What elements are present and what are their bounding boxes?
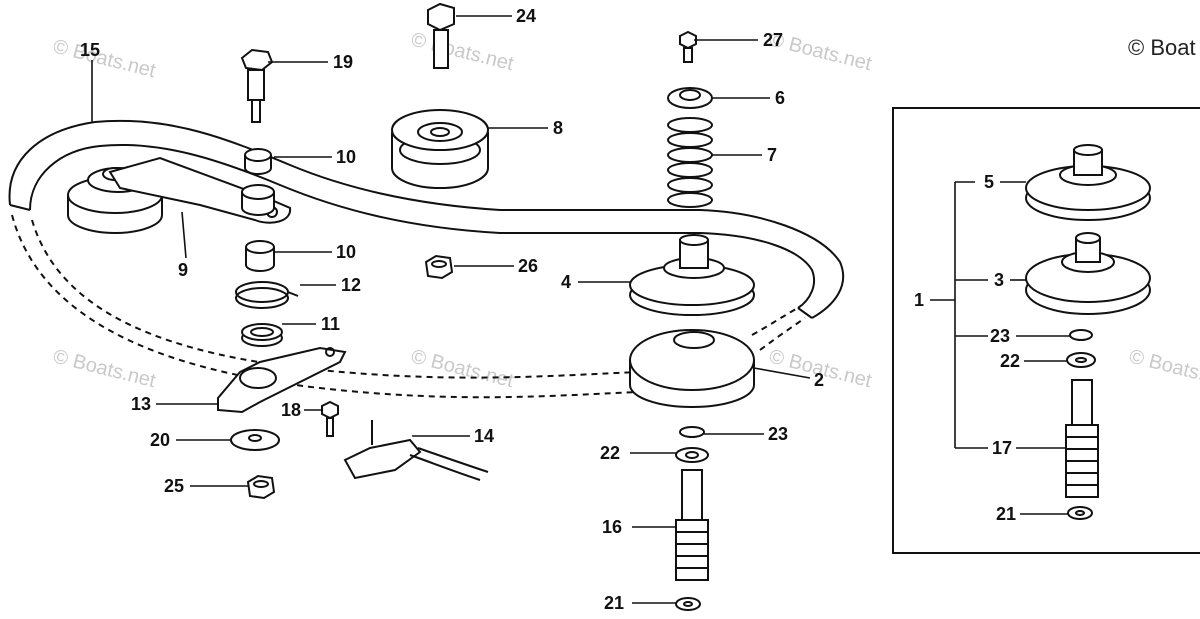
retainer (667, 87, 713, 109)
callout-10: 10 (336, 242, 356, 262)
washer (679, 426, 705, 438)
cable-bracket (343, 420, 489, 481)
callout-6: 6 (775, 88, 785, 108)
washer (1067, 506, 1093, 520)
callout-1: 1 (914, 290, 924, 310)
shaft (675, 469, 709, 581)
watermark: © Boats.net (409, 29, 516, 76)
callout-27: 27 (763, 30, 783, 50)
callout-15: 15 (80, 40, 100, 60)
collar-lower (245, 240, 275, 272)
sheave-assembly-lower (1025, 232, 1151, 315)
callout-10: 10 (336, 147, 356, 167)
callout-7: 7 (767, 145, 777, 165)
arm-bracket (217, 346, 347, 414)
callout-22: 22 (1000, 351, 1020, 371)
nut (424, 254, 454, 280)
callout-18: 18 (281, 400, 301, 420)
washer (1069, 329, 1093, 341)
callout-24: 24 (516, 6, 536, 26)
watermark: © Boats.net (51, 36, 158, 83)
washer (1066, 352, 1096, 368)
torsion-spring (235, 281, 299, 309)
upper-sheave (629, 234, 755, 316)
callout-19: 19 (333, 52, 353, 72)
callout-20: 20 (150, 430, 170, 450)
callout-11: 11 (321, 314, 340, 334)
callout-25: 25 (164, 476, 184, 496)
callout-labels: 15 19 24 27 6 8 10 7 10 9 26 4 12 11 2 1… (80, 6, 1020, 613)
leader-lines (91, 15, 1070, 604)
callout-26: 26 (518, 256, 538, 276)
callout-8: 8 (553, 118, 563, 138)
callout-23: 23 (990, 326, 1010, 346)
callout-23: 23 (768, 424, 788, 444)
washer (230, 429, 280, 451)
watermark: © Boats.net (409, 346, 516, 393)
bolt (427, 2, 455, 69)
copyright-text: © Boat (1128, 35, 1196, 60)
sheave-assembly-upper (1025, 144, 1151, 221)
lower-sheave (629, 329, 755, 408)
callout-5: 5 (984, 172, 994, 192)
callout-2: 2 (814, 370, 824, 390)
callout-17: 17 (992, 438, 1012, 458)
callout-4: 4 (561, 272, 571, 292)
callout-21: 21 (996, 504, 1016, 524)
bushing (241, 323, 283, 347)
callout-13: 13 (131, 394, 151, 414)
spring (667, 117, 713, 208)
bolt (240, 48, 274, 123)
washer (675, 447, 709, 463)
nut (246, 474, 276, 500)
watermark: © Boats.net (51, 346, 158, 393)
shaft (1065, 379, 1099, 498)
callout-21: 21 (604, 593, 624, 613)
callout-12: 12 (341, 275, 361, 295)
bolt (679, 30, 697, 63)
callout-9: 9 (178, 260, 188, 280)
bolt (321, 400, 339, 437)
collar-upper (241, 184, 275, 216)
callout-16: 16 (602, 517, 622, 537)
inset-frame (892, 107, 1200, 554)
callout-3: 3 (994, 270, 1004, 290)
idler-pulley (391, 109, 489, 189)
washer (675, 597, 701, 611)
callout-22: 22 (600, 443, 620, 463)
callout-14: 14 (474, 426, 494, 446)
assembly-bracket (930, 181, 988, 449)
watermark: © Boats.net (1127, 346, 1200, 393)
collar-top (244, 148, 272, 175)
